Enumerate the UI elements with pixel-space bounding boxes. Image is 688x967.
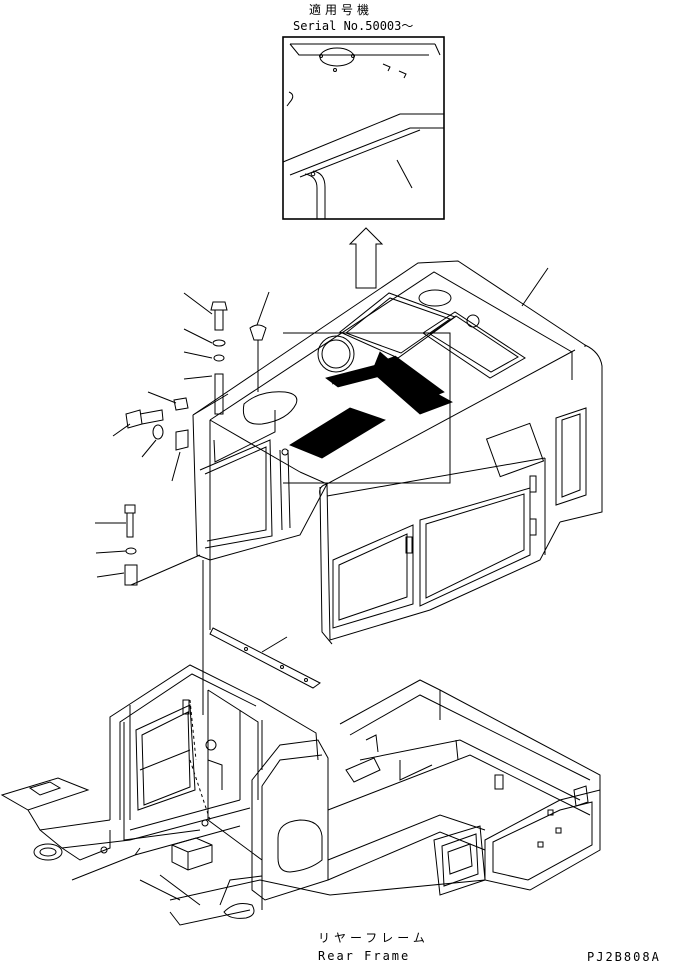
serial-number-label: Serial No.50003～: [293, 19, 414, 33]
applicable-serial-heading: 適用号機: [309, 3, 374, 17]
floor-body: [192, 260, 603, 645]
rear-frame-label-jp: リヤーフレーム: [318, 931, 429, 945]
fasteners: [95, 291, 270, 715]
rear-frame: [0, 664, 601, 926]
gasket-strip: [209, 627, 321, 689]
direction-arrow: [348, 227, 384, 289]
rear-frame-label-en: Rear Frame: [318, 949, 411, 963]
detail-inset: [282, 36, 445, 220]
drawing-code: PJ2B808A: [587, 950, 661, 964]
